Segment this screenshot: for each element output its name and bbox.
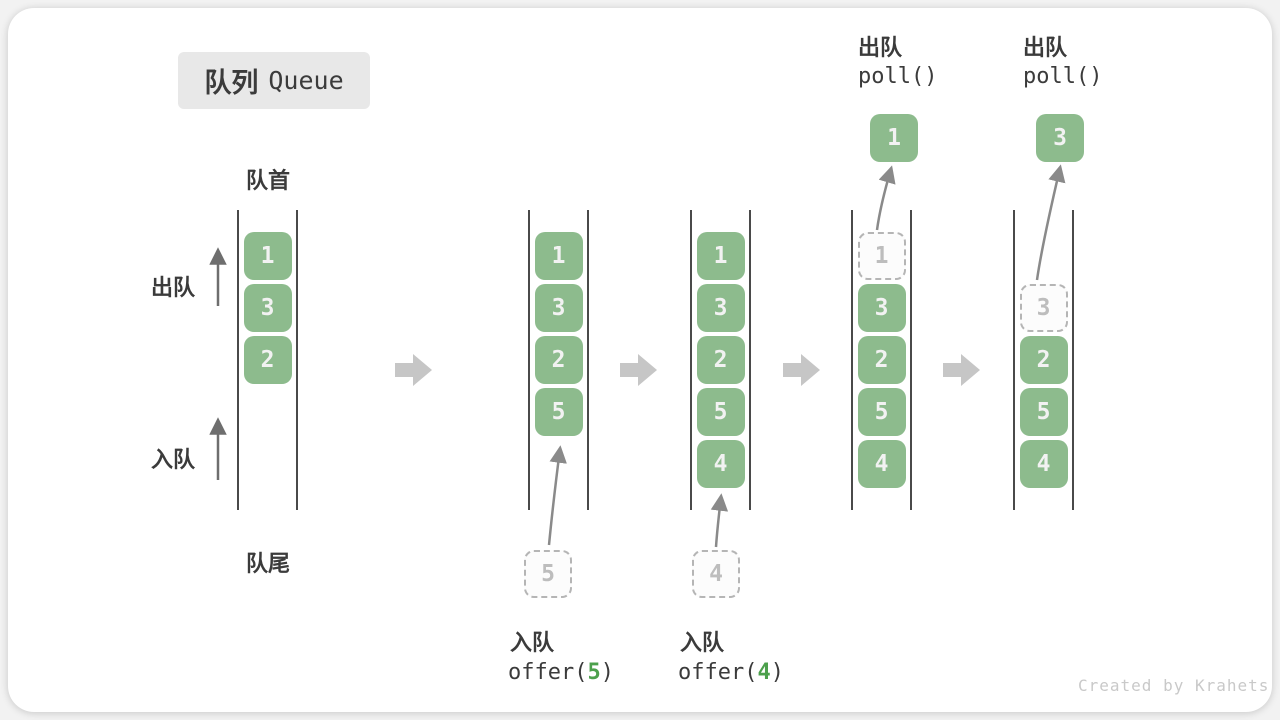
- enqueue-op-label-2: 入队: [680, 630, 725, 655]
- enqueue-arrow-2: [710, 493, 729, 548]
- next-state-arrow-icon: [943, 354, 980, 386]
- queue-slot: 2: [243, 336, 292, 384]
- enqueue-direction-label: 入队: [151, 447, 196, 472]
- next-state-arrow-icon: [395, 354, 432, 386]
- queue-slot: 5: [696, 388, 745, 436]
- dequeue-op-code-1: poll(): [858, 64, 938, 89]
- dequeue-op-label-1: 出队: [858, 35, 903, 60]
- queue-slot: 3: [696, 284, 745, 332]
- dequeue-op-label-2: 出队: [1023, 35, 1068, 60]
- enqueue-op-code-1: offer(5): [508, 660, 614, 685]
- enqueue-op-label-1: 入队: [510, 630, 555, 655]
- staged-element-box: 5: [524, 550, 572, 598]
- next-state-arrow-icon: [783, 354, 820, 386]
- polled-element-box: 3: [1036, 114, 1084, 162]
- code-text: ): [600, 660, 614, 685]
- queue-slot: 3: [534, 284, 583, 332]
- polled-element-value: 1: [887, 125, 901, 151]
- queue-slot: 2: [696, 336, 745, 384]
- enqueue-up-arrow-icon: [209, 417, 227, 480]
- queue-slot: 4: [696, 440, 745, 488]
- queue-wall-right: [1072, 210, 1074, 510]
- queue-wall-left: [690, 210, 692, 510]
- queue-slot: 5: [1019, 388, 1068, 436]
- removed-slot: 3: [1019, 284, 1068, 332]
- dequeue-arrow-1: [875, 165, 896, 231]
- title-chinese: 队列: [204, 68, 259, 98]
- staged-element-value: 5: [541, 561, 555, 587]
- queue-slot: 2: [857, 336, 906, 384]
- queue-wall-left: [1013, 210, 1015, 510]
- queue-slot: 4: [1019, 440, 1068, 488]
- title-english: Queue: [268, 66, 344, 95]
- queue-wall-right: [910, 210, 912, 510]
- polled-element-box: 1: [870, 114, 918, 162]
- queue-rear-label: 队尾: [245, 551, 290, 576]
- queue-wall-left: [528, 210, 530, 510]
- staged-element-value: 4: [709, 561, 723, 587]
- queue-wall-right: [587, 210, 589, 510]
- code-text: offer(: [678, 660, 758, 685]
- queue-slot: 5: [534, 388, 583, 436]
- queue-wall-left: [851, 210, 853, 510]
- next-state-arrow-icon: [620, 354, 657, 386]
- queue-slot: 1: [696, 232, 745, 280]
- queue-wall-right: [296, 210, 298, 510]
- code-arg: 4: [757, 660, 771, 685]
- code-arg: 5: [587, 660, 601, 685]
- queue-slot: 1: [243, 232, 292, 280]
- polled-element-value: 3: [1053, 125, 1067, 151]
- queue-slot: 2: [1019, 336, 1068, 384]
- dequeue-arrow-2: [1035, 164, 1066, 281]
- code-text: offer(: [508, 660, 588, 685]
- queue-slot: 4: [857, 440, 906, 488]
- queue-slot: 5: [857, 388, 906, 436]
- dequeue-direction-label: 出队: [151, 275, 196, 300]
- queue-wall-left: [237, 210, 239, 510]
- removed-slot: 1: [857, 232, 906, 280]
- code-text: ): [770, 660, 784, 685]
- queue-slot: 3: [243, 284, 292, 332]
- queue-slot: 2: [534, 336, 583, 384]
- dequeue-up-arrow-icon: [209, 247, 227, 306]
- queue-slot: 3: [857, 284, 906, 332]
- title-box: 队列 Queue: [178, 52, 370, 109]
- queue-wall-right: [749, 210, 751, 510]
- enqueue-op-code-2: offer(4): [678, 660, 784, 685]
- queue-front-label: 队首: [245, 168, 290, 193]
- staged-element-box: 4: [692, 550, 740, 598]
- enqueue-arrow-1: [547, 445, 567, 546]
- watermark: Created by Krahets: [1078, 676, 1270, 695]
- queue-slot: 1: [534, 232, 583, 280]
- dequeue-op-code-2: poll(): [1023, 64, 1103, 89]
